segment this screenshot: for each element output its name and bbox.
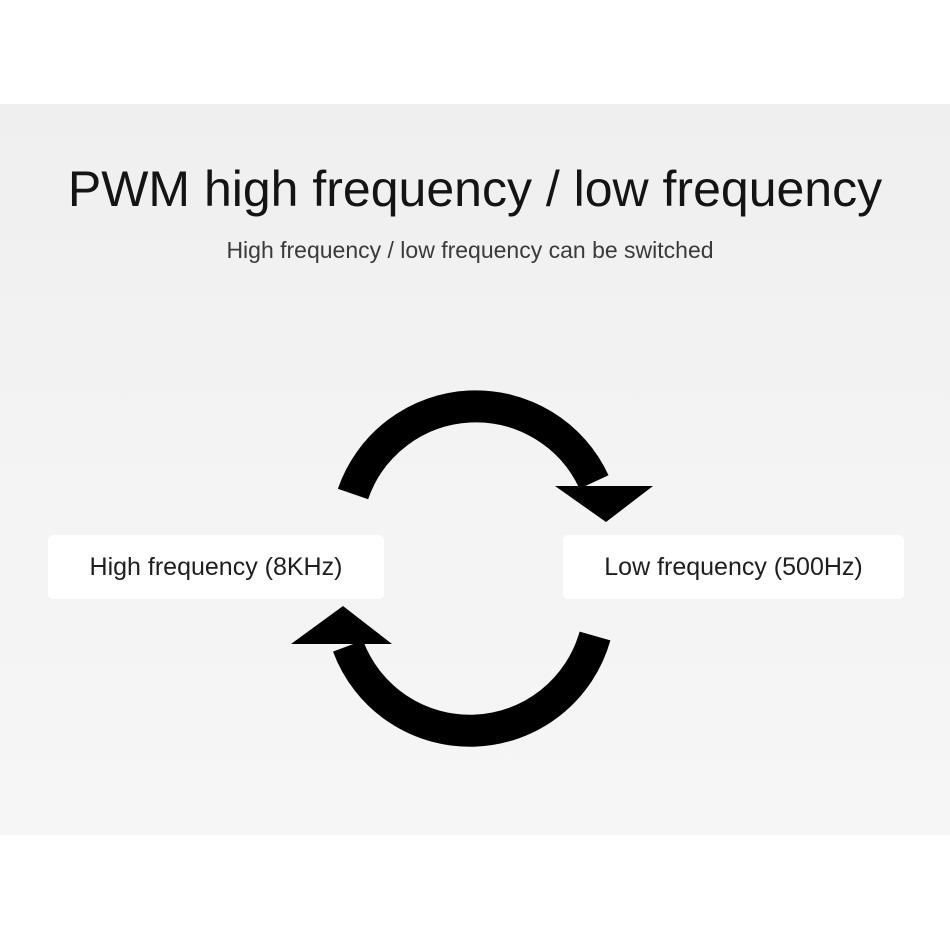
- diagram-subtitle: High frequency / low frequency can be sw…: [226, 237, 714, 263]
- diagram-panel: [0, 104, 950, 835]
- arrow-low-to-high: [333, 631, 611, 747]
- arrowhead-high-to-low: [555, 486, 653, 522]
- arrow-high-to-low: [337, 390, 609, 500]
- arrowhead-low-to-high: [291, 606, 392, 644]
- diagram-title: PWM high frequency / low frequency: [67, 161, 883, 217]
- node-high-frequency: High frequency (8KHz): [48, 535, 384, 599]
- node-low-frequency: Low frequency (500Hz): [563, 535, 904, 599]
- node-high-frequency-label: High frequency (8KHz): [89, 552, 343, 581]
- node-low-frequency-label: Low frequency (500Hz): [604, 552, 863, 581]
